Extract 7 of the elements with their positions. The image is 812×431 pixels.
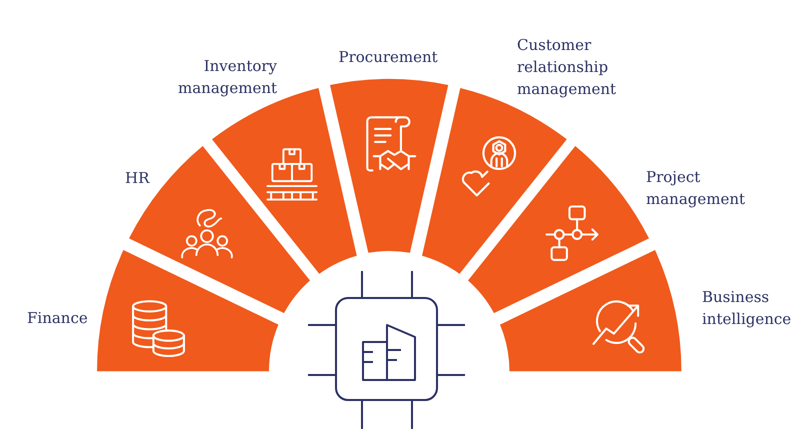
segment-label: Procurement (338, 47, 438, 68)
segment-label: Customer relationship management (517, 35, 616, 100)
segment-label: HR (125, 168, 150, 189)
segment-label: Finance (27, 308, 88, 329)
segment-label: Project management (646, 167, 746, 210)
segment-label: Inventory management (178, 56, 278, 99)
segment-label: Business intelligence (702, 287, 792, 330)
